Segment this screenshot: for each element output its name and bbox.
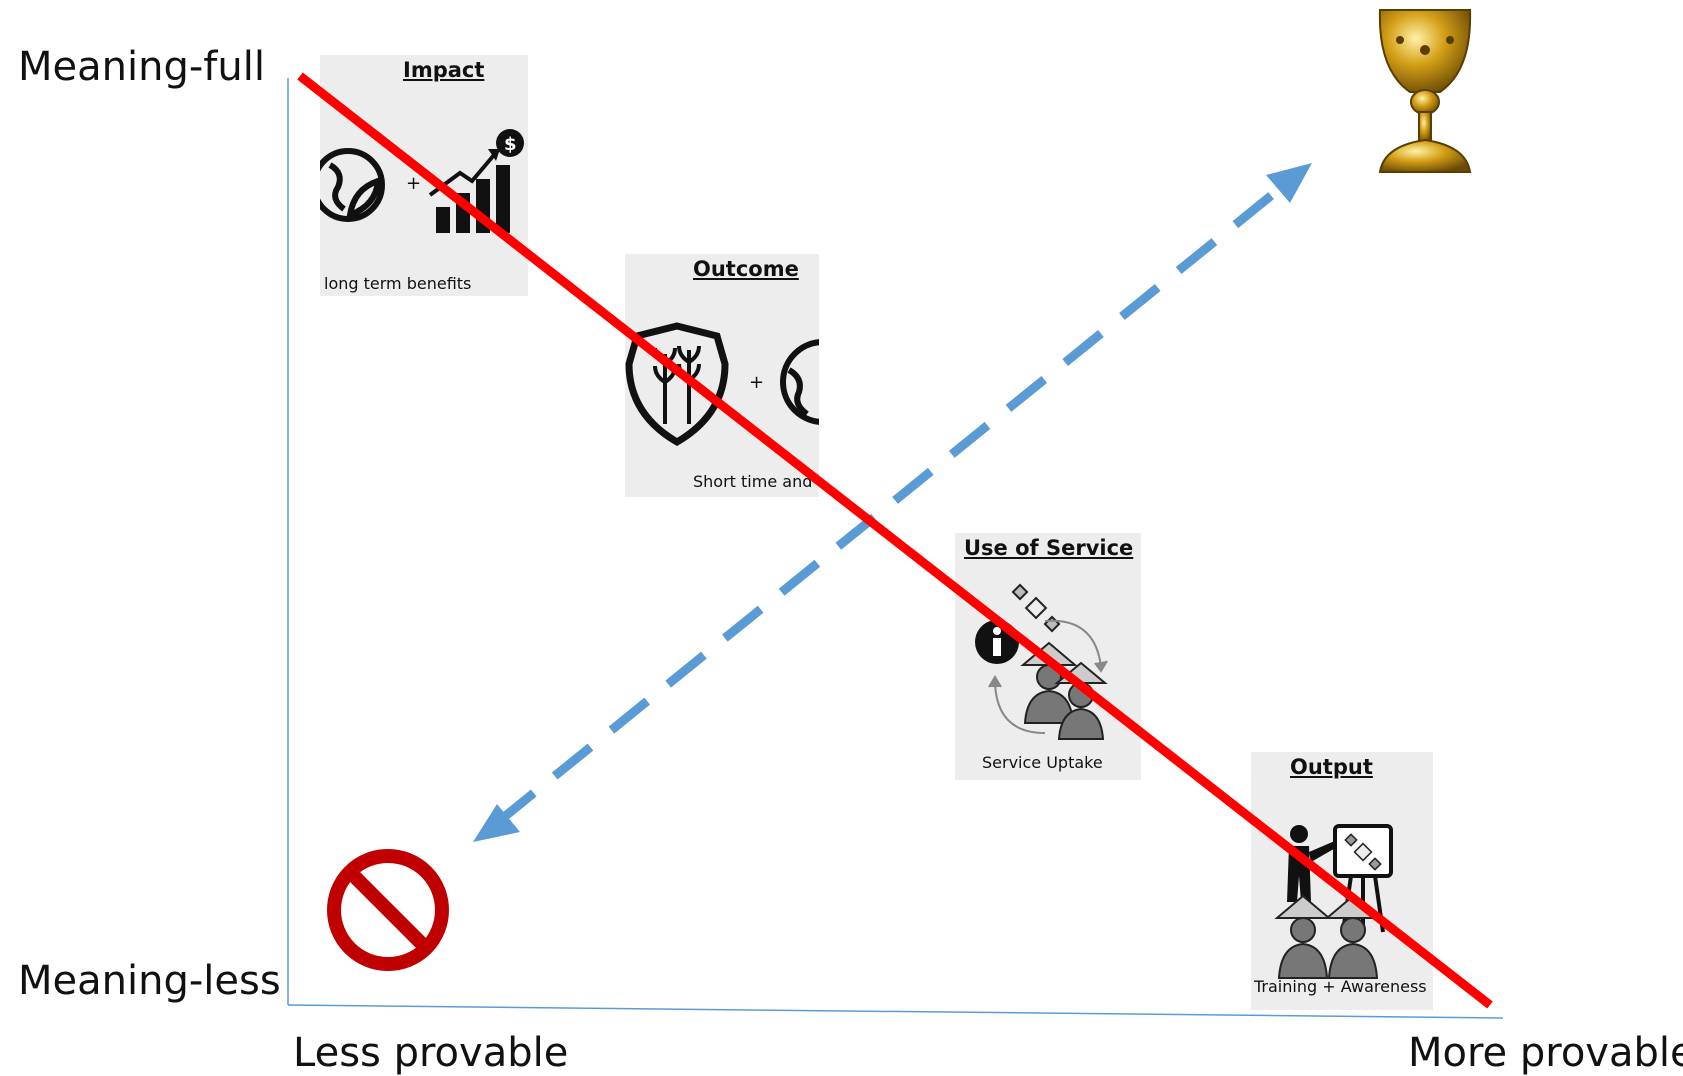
x-axis-right-label: More provable [1408,1030,1683,1076]
output-caption: Training + Awareness [1254,977,1427,996]
svg-text:$: $ [504,134,517,155]
y-axis-top-label: Meaning-full [18,44,265,90]
x-axis-left-label: Less provable [293,1030,569,1076]
output-card: Output Training + Awareness [1251,752,1433,1010]
globe-icon [780,339,819,425]
farmers-icon [1274,894,1382,979]
svg-text:+: + [406,173,421,194]
output-icons [1274,824,1393,979]
impact-title: Impact [403,58,485,82]
arrowhead-down-left [473,804,520,842]
use-of-service-title: Use of Service [964,536,1134,560]
outcome-caption: Short time and [693,472,813,491]
outcome-icons: + [625,322,819,447]
holy-grail-chalice-icon [1378,9,1472,173]
double-headed-dashed-arrow [473,163,1312,842]
easel-satellite-icon [1333,824,1393,933]
impact-caption: long term benefits [324,274,472,293]
use-of-service-caption: Service Uptake [982,753,1103,772]
declining-red-line [297,72,1493,1009]
outcome-title: Outcome [693,257,799,281]
arrowhead-up-right [1266,163,1312,203]
prohibited-icon [327,849,449,971]
shield-crops-icon [625,322,729,447]
x-axis-line [287,1004,1504,1019]
y-axis-bottom-label: Meaning-less [18,958,281,1004]
output-title: Output [1290,755,1373,779]
globe-leaf-icon [320,148,385,222]
cycle-arrows-icon [988,619,1108,734]
svg-text:+: + [749,372,764,393]
